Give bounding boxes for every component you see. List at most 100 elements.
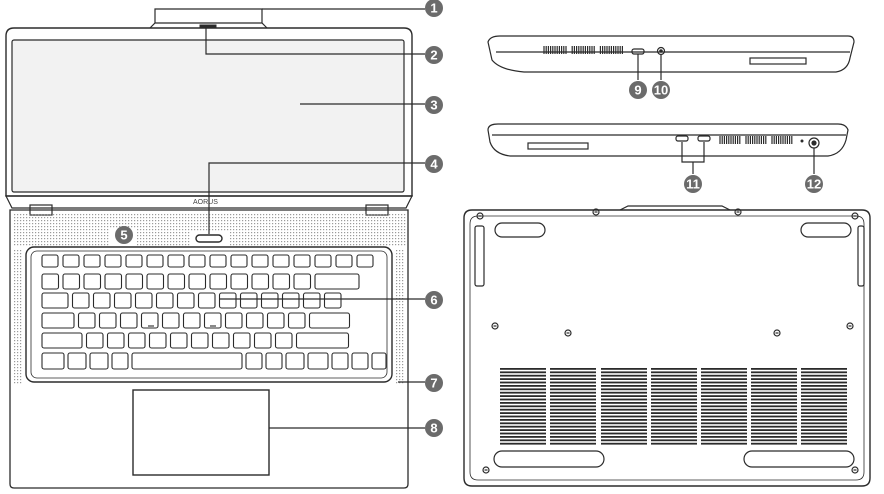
speaker-dot [122, 223, 124, 225]
speaker-dot [143, 229, 145, 231]
speaker-dot [302, 229, 304, 231]
speaker-dot [275, 244, 277, 246]
speaker-dot [14, 214, 16, 216]
speaker-dot [62, 223, 64, 225]
speaker-dot [176, 217, 178, 219]
callout-number: 11 [686, 177, 700, 192]
speaker-dot [83, 235, 85, 237]
speaker-dot [320, 244, 322, 246]
key [314, 254, 332, 268]
key [85, 332, 104, 349]
speaker-dot [14, 310, 16, 312]
speaker-dot [128, 217, 130, 219]
speaker-dot [23, 226, 25, 228]
speaker-dot [404, 241, 406, 243]
speaker-dot [89, 220, 91, 222]
speaker-dot [362, 241, 364, 243]
speaker-dot [161, 229, 163, 231]
speaker-dot [173, 235, 175, 237]
speaker-dot [95, 220, 97, 222]
speaker-dot [41, 220, 43, 222]
speaker-dot [14, 307, 16, 309]
speaker-dot [224, 214, 226, 216]
speaker-dot [230, 229, 232, 231]
speaker-dot [251, 229, 253, 231]
speaker-dot [17, 343, 19, 345]
speaker-dot [47, 229, 49, 231]
vent-slot [601, 374, 647, 377]
speaker-dot [404, 226, 406, 228]
speaker-dot [176, 241, 178, 243]
speaker-dot [221, 214, 223, 216]
speaker-dot [272, 244, 274, 246]
callout-circle [629, 81, 647, 99]
key [302, 292, 321, 309]
speaker-dot [323, 223, 325, 225]
callout-circle [425, 46, 443, 64]
speaker-dot [245, 235, 247, 237]
speaker-dot [50, 220, 52, 222]
speaker-dot [402, 307, 404, 309]
speaker-dot [401, 220, 403, 222]
speaker-dot [278, 235, 280, 237]
speaker-dot [317, 238, 319, 240]
speaker-dot [20, 214, 22, 216]
speaker-dot [17, 325, 19, 327]
speaker-dot [296, 226, 298, 228]
speaker-dot [101, 241, 103, 243]
vent-slot [701, 412, 747, 414]
vent-slot [801, 425, 847, 428]
speaker-dot [137, 217, 139, 219]
speaker-dot [402, 322, 404, 324]
speaker-dot [341, 241, 343, 243]
speaker-dot [305, 229, 307, 231]
speaker-dot [314, 226, 316, 228]
vent-slot [701, 432, 747, 435]
speaker-dot [290, 217, 292, 219]
callout-number: 1 [430, 1, 437, 16]
vent-slot [751, 408, 797, 411]
speaker-dot [236, 244, 238, 246]
vent-slot [651, 398, 697, 401]
speaker-dot [158, 235, 160, 237]
speaker-dot [362, 214, 364, 216]
speaker-dot [402, 355, 404, 357]
speaker-grille-left [14, 250, 22, 384]
speaker-dot [212, 214, 214, 216]
speaker-dot [74, 244, 76, 246]
speaker-dot [263, 235, 265, 237]
speaker-dot [137, 244, 139, 246]
vent-slot [701, 374, 747, 377]
speaker-dot [396, 373, 398, 375]
bottom-side-rail-right [857, 225, 865, 287]
speaker-dot [260, 232, 262, 234]
speaker-dot [83, 238, 85, 240]
speaker-dot [356, 232, 358, 234]
speaker-dot [278, 232, 280, 234]
speaker-dot [399, 340, 401, 342]
speaker-dot [395, 217, 397, 219]
speaker-dot [302, 244, 304, 246]
speaker-dot [170, 220, 172, 222]
speaker-dot [356, 241, 358, 243]
speaker-dot [164, 232, 166, 234]
speaker-dot [401, 226, 403, 228]
speaker-dot [380, 244, 382, 246]
speaker-dot [266, 214, 268, 216]
speaker-dot [287, 220, 289, 222]
speaker-dot [239, 238, 241, 240]
speaker-dot [299, 226, 301, 228]
vent-slot [500, 432, 546, 435]
speaker-dot [332, 235, 334, 237]
speaker-dot [20, 361, 22, 363]
speaker-dot [17, 376, 19, 378]
speaker-dot [284, 229, 286, 231]
speaker-dot [399, 376, 401, 378]
speaker-dot [399, 373, 401, 375]
speaker-dot [191, 214, 193, 216]
speaker-dot [20, 376, 22, 378]
speaker-dot [224, 220, 226, 222]
vent-slot [651, 385, 697, 387]
vent-slot [701, 388, 747, 391]
speaker-dot [323, 232, 325, 234]
